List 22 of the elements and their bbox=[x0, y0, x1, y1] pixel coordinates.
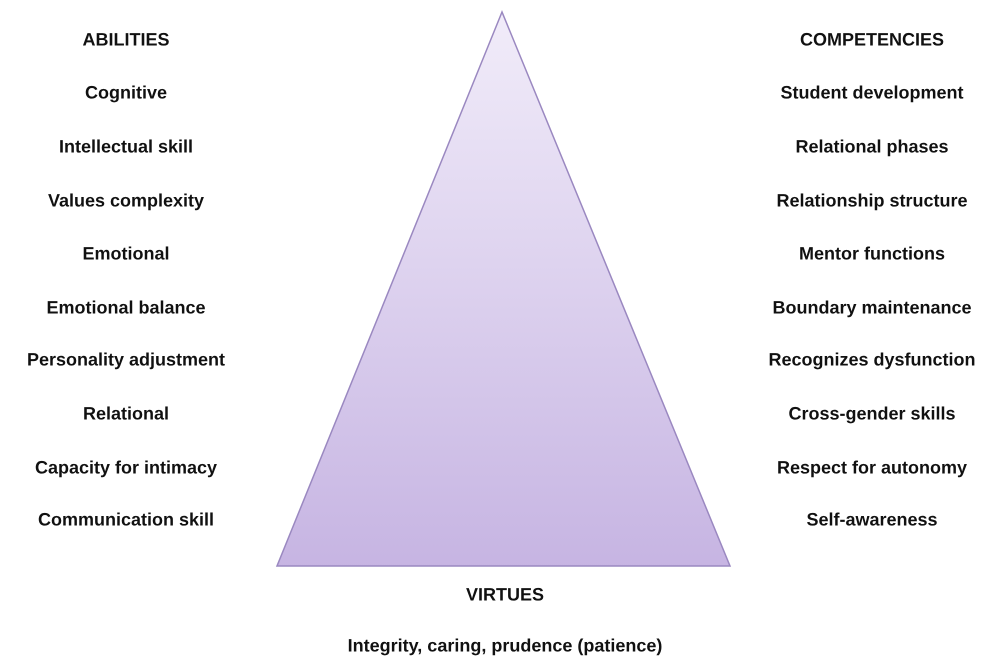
list-item: Mentor functions bbox=[799, 244, 945, 264]
list-item: Self-awareness bbox=[806, 510, 938, 530]
list-item: Cognitive bbox=[85, 82, 167, 104]
list-item: Relational bbox=[82, 404, 170, 424]
list-item: Relationship structure bbox=[776, 190, 968, 212]
list-item: Emotional balance bbox=[46, 298, 206, 318]
list-item: Respect for autonomy bbox=[776, 458, 968, 478]
column-heading: VIRTUES bbox=[466, 584, 544, 606]
list-item: Intellectual skill bbox=[58, 136, 194, 158]
list-item: Student development bbox=[780, 82, 964, 104]
list-item: Integrity, caring, prudence (patience) bbox=[348, 636, 662, 656]
list-item: Boundary maintenance bbox=[772, 298, 972, 318]
list-item: Capacity for intimacy bbox=[34, 458, 218, 478]
list-item: Relational phases bbox=[795, 136, 949, 158]
column-heading: COMPETENCIES bbox=[800, 30, 944, 50]
list-item: Personality adjustment bbox=[26, 350, 226, 370]
column-heading: ABILITIES bbox=[82, 30, 170, 50]
list-item: Cross-gender skills bbox=[788, 404, 956, 424]
list-item: Communication skill bbox=[38, 510, 214, 530]
list-item: Recognizes dysfunction bbox=[768, 350, 976, 370]
list-item: Emotional bbox=[82, 244, 170, 264]
list-item: Values complexity bbox=[48, 190, 204, 212]
